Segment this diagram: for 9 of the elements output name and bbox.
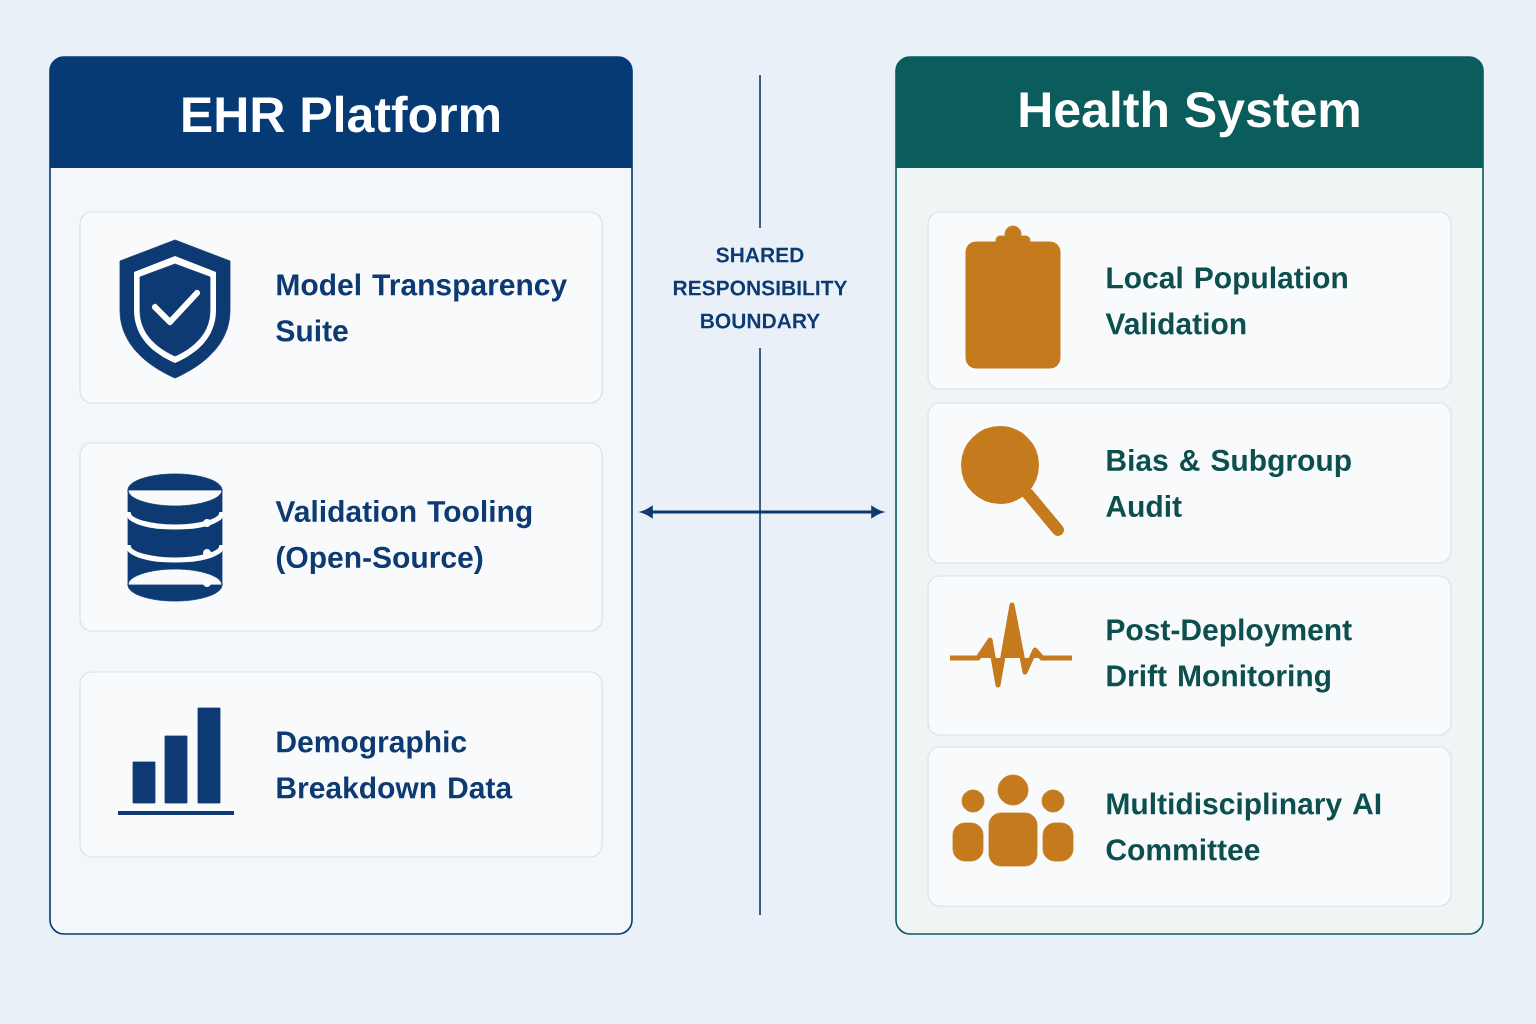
double-arrow — [641, 506, 883, 518]
feature-card: Model Transparency Suite — [79, 211, 603, 404]
feature-card: Local Population Validation — [927, 211, 1452, 390]
feature-card: Post-Deployment Drift Monitoring — [927, 575, 1452, 736]
boundary-label: SHARED RESPONSIBILITY BOUNDARY — [673, 247, 848, 329]
feature-card: Multidisciplinary AI Committee — [927, 746, 1452, 907]
feature-card: Validation Tooling (Open-Source) — [79, 442, 603, 632]
feature-card: Demographic Breakdown Data — [79, 671, 603, 858]
feature-card: Bias & Subgroup Audit — [927, 402, 1452, 564]
